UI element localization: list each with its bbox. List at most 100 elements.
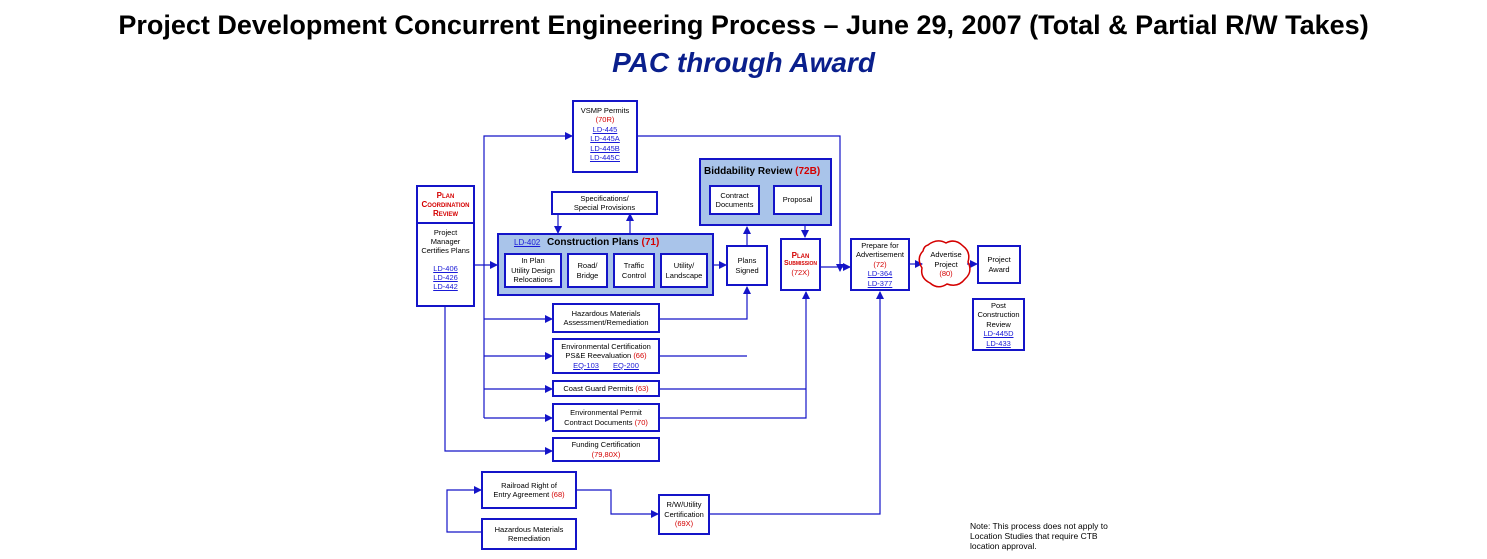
hazmat-assess-l2: Assessment/Remediation bbox=[563, 318, 649, 327]
env-permit-box: Environmental Permit Contract Documents … bbox=[552, 403, 660, 432]
utility-l2: Landscape bbox=[665, 270, 703, 280]
env-permit-code: (70) bbox=[634, 417, 648, 427]
specifications-line1: Specifications/ bbox=[580, 193, 629, 203]
hazmat-remediation-box: Hazardous Materials Remediation bbox=[481, 518, 577, 550]
award-l2: Award bbox=[988, 264, 1010, 274]
page-title: Project Development Concurrent Engineeri… bbox=[118, 10, 1369, 40]
railroad-l1: Railroad Right of bbox=[501, 480, 557, 490]
link-ld445c[interactable]: LD-445C bbox=[589, 152, 620, 162]
plans-signed-box: Plans Signed bbox=[726, 245, 768, 286]
hazmat-assessment-box: Hazardous Materials Assessment/Remediati… bbox=[552, 303, 660, 333]
note-l2: Location Studies that require CTB bbox=[970, 531, 1098, 542]
proposal-box: Proposal bbox=[773, 185, 822, 215]
link-eq200[interactable]: EQ-200 bbox=[613, 360, 639, 370]
note-l1: Note: This process does not apply to bbox=[970, 521, 1108, 531]
coast-guard-code: (63) bbox=[635, 383, 649, 393]
railroad-entry-box: Railroad Right of Entry Agreement (68) bbox=[481, 471, 577, 509]
funding-label: Funding Certification bbox=[571, 440, 641, 450]
link-ld402[interactable]: LD-402 bbox=[514, 238, 541, 247]
link-ld364[interactable]: LD-364 bbox=[867, 269, 893, 279]
env-permit-l2-row: Contract Documents (70) bbox=[564, 418, 648, 427]
link-ld445[interactable]: LD-445 bbox=[592, 124, 618, 134]
coast-guard-label: Coast Guard Permits bbox=[563, 383, 634, 393]
utility-landscape-box: Utility/ Landscape bbox=[660, 253, 708, 288]
in-plan-l2: Utility Design bbox=[511, 265, 555, 275]
construction-plans-title: Construction Plans bbox=[547, 237, 639, 248]
hazmat-assess-l1: Hazardous Materials bbox=[571, 308, 641, 318]
in-plan-utility-box: In Plan Utility Design Relocations bbox=[504, 253, 562, 288]
prepare-l2: Advertisement bbox=[856, 250, 904, 260]
rw-utility-certification-box: R/W/Utility Certification (69X) bbox=[658, 494, 710, 535]
vsmp-code: (70R) bbox=[595, 115, 615, 125]
env-cert-l2: PS&E Reevaluation bbox=[565, 351, 632, 361]
hazmat-rem-l2: Remediation bbox=[507, 534, 551, 543]
link-ld377[interactable]: LD-377 bbox=[867, 278, 893, 288]
award-l1: Project bbox=[987, 255, 1011, 265]
vsmp-permits-box: VSMP Permits (70R) LD-445 LD-445A LD-445… bbox=[572, 100, 638, 173]
biddability-title: Biddability Review bbox=[704, 166, 793, 177]
contract-l1: Contract bbox=[720, 190, 749, 200]
post-l3: Review bbox=[986, 319, 1011, 329]
env-cert-code: (66) bbox=[633, 351, 647, 361]
link-ld445d[interactable]: LD-445D bbox=[983, 329, 1014, 339]
prepare-advertisement-box: Prepare for Advertisement (72) LD-364 LD… bbox=[850, 238, 910, 291]
funding-certification-box: Funding Certification (79,80X) bbox=[552, 437, 660, 462]
plan-submission-code: (72X) bbox=[791, 268, 810, 278]
funding-code: (79,80X) bbox=[591, 449, 621, 459]
advertise-code: (80) bbox=[939, 269, 953, 279]
env-permit-l2: Contract Documents bbox=[564, 417, 633, 427]
rw-l2: Certification bbox=[664, 509, 704, 519]
proposal-label: Proposal bbox=[782, 195, 813, 205]
plan-coordination-review-box: Plan Coordination Review Project Manager… bbox=[416, 185, 475, 307]
prepare-code: (72) bbox=[873, 259, 887, 269]
env-permit-l1: Environmental Permit bbox=[570, 408, 642, 418]
road-bridge-box: Road/ Bridge bbox=[567, 253, 608, 288]
contract-documents-box: Contract Documents bbox=[709, 185, 760, 215]
construction-plans-title-row: LD-402 Construction Plans (71) bbox=[514, 237, 659, 248]
process-note: Note: This process does not apply to Loc… bbox=[970, 521, 1108, 552]
post-l1: Post bbox=[990, 301, 1006, 311]
vsmp-label: VSMP Permits bbox=[580, 106, 630, 115]
hazmat-rem-l1: Hazardous Materials bbox=[494, 524, 564, 534]
post-l2: Construction bbox=[977, 310, 1020, 320]
traffic-control-box: Traffic Control bbox=[613, 253, 655, 288]
link-ld433[interactable]: LD-433 bbox=[986, 338, 1011, 348]
railroad-code: (68) bbox=[551, 490, 565, 499]
plan-submission-box: Plan Submission (72X) bbox=[780, 238, 821, 291]
link-ld445a[interactable]: LD-445A bbox=[590, 134, 620, 144]
page-subtitle: PAC through Award bbox=[612, 47, 875, 78]
plan-coordination-body: Project Manager Certifies Plans bbox=[421, 227, 470, 256]
coast-guard-box: Coast Guard Permits (63) bbox=[552, 380, 660, 397]
biddability-code: (72B) bbox=[795, 166, 821, 177]
env-cert-l1: Environmental Certification bbox=[561, 341, 651, 351]
link-ld426[interactable]: LD-426 bbox=[433, 273, 458, 283]
advertise-project-box: Advertise Project (80) bbox=[925, 245, 967, 284]
note-l3: location approval. bbox=[970, 541, 1037, 552]
plan-submission-l1: Plan bbox=[791, 251, 810, 261]
railroad-l2-row: Entry Agreement (68) bbox=[493, 490, 564, 499]
utility-l1: Utility/ bbox=[673, 261, 695, 271]
advertise-l2: Project bbox=[934, 259, 958, 269]
post-construction-box: Post Construction Review LD-445D LD-433 bbox=[972, 298, 1025, 351]
traffic-l1: Traffic bbox=[623, 261, 645, 271]
specifications-line2: Special Provisions bbox=[573, 203, 636, 212]
rw-l1: R/W/Utility bbox=[666, 500, 702, 510]
contract-l2: Documents bbox=[715, 200, 754, 209]
link-ld445b[interactable]: LD-445B bbox=[590, 143, 620, 153]
in-plan-l1: In Plan bbox=[521, 256, 545, 266]
biddability-title-row: Biddability Review (72B) bbox=[704, 166, 820, 177]
link-ld406[interactable]: LD-406 bbox=[433, 263, 458, 273]
plans-signed-l1: Plans bbox=[737, 256, 757, 266]
construction-plans-code: (71) bbox=[641, 237, 660, 248]
advertise-l1: Advertise bbox=[930, 250, 962, 260]
plan-submission-l2: Submission bbox=[783, 260, 817, 268]
env-certification-box: Environmental Certification PS&E Reevalu… bbox=[552, 338, 660, 374]
in-plan-l3: Relocations bbox=[513, 275, 553, 285]
env-cert-l2-row: PS&E Reevaluation (66) bbox=[565, 351, 646, 360]
plan-coordination-header: Plan Coordination Review bbox=[418, 187, 473, 224]
link-ld442[interactable]: LD-442 bbox=[433, 282, 458, 292]
project-award-box: Project Award bbox=[977, 245, 1021, 284]
road-l1: Road/ bbox=[577, 261, 598, 271]
link-eq103[interactable]: EQ-103 bbox=[573, 360, 599, 370]
